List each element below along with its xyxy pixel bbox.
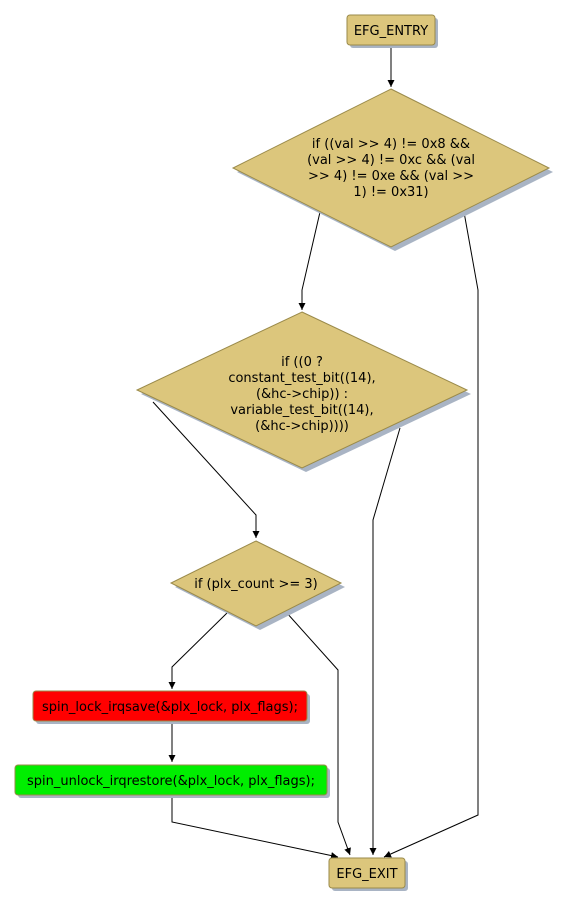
condition-2-line-4: variable_test_bit((14),	[230, 403, 373, 418]
edge-unlock-to-exit	[171, 796, 339, 859]
condition-node-2: if ((0 ? constant_test_bit((14), (&hc->c…	[135, 311, 471, 472]
spin-unlock-node: spin_unlock_irqrestore(&plx_lock, plx_fl…	[14, 764, 330, 798]
edge-cond2-to-cond3	[152, 401, 260, 538]
condition-2-line-1: if ((0 ?	[281, 355, 323, 370]
edge-cond3-to-lock	[168, 612, 228, 689]
condition-node-3: if (plx_count >= 3)	[169, 540, 345, 630]
exit-node: EFG_EXIT	[328, 857, 408, 891]
condition-1-line-1: if ((val >> 4) != 0x8 &&	[312, 137, 470, 152]
condition-1-line-3: >> 4) != 0xe && (val >>	[308, 169, 474, 184]
spin-unlock-label: spin_unlock_irqrestore(&plx_lock, plx_fl…	[27, 774, 315, 789]
exit-node-label: EFG_EXIT	[336, 867, 397, 882]
edge-cond2-to-exit	[369, 427, 401, 855]
condition-2-line-5: (&hc->chip))))	[255, 419, 349, 434]
condition-node-1: if ((val >> 4) != 0x8 && (val >> 4) != 0…	[231, 88, 553, 251]
entry-node-label: EFG_ENTRY	[354, 24, 428, 39]
condition-1-line-4: 1) != 0x31)	[353, 185, 428, 200]
condition-3-label: if (plx_count >= 3)	[194, 577, 318, 592]
edge-cond1-to-exit	[383, 211, 479, 858]
condition-2-line-2: constant_test_bit((14),	[228, 371, 375, 386]
condition-2-line-3: (&hc->chip)) :	[256, 387, 348, 402]
edge-cond3-to-exit	[285, 611, 351, 856]
condition-1-line-2: (val >> 4) != 0xc && (val	[307, 153, 475, 168]
spin-lock-node: spin_lock_irqsave(&plx_lock, plx_flags);	[32, 690, 310, 724]
entry-node: EFG_ENTRY	[346, 14, 438, 48]
spin-lock-label: spin_lock_irqsave(&plx_lock, plx_flags);	[42, 700, 298, 715]
edges	[152, 46, 479, 859]
edge-cond1-to-cond2	[298, 211, 321, 310]
